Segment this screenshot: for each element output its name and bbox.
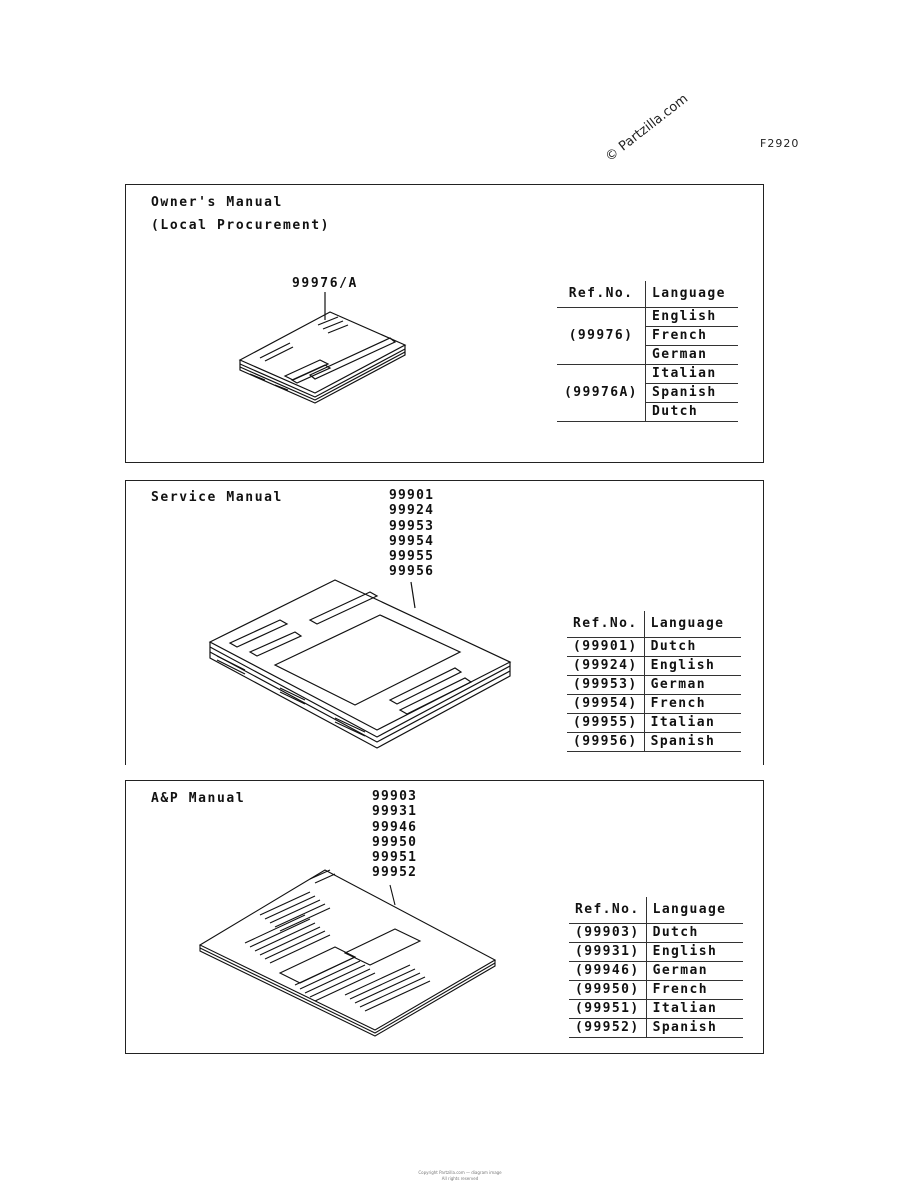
language-cell: Dutch xyxy=(645,923,743,943)
part-number: 99924 xyxy=(389,503,435,519)
service-manual-title: Service Manual xyxy=(151,490,283,505)
ref-no-header: Ref.No. xyxy=(569,897,647,924)
language-cell: French xyxy=(643,694,741,714)
part-number: 99955 xyxy=(389,549,435,565)
language-header: Language xyxy=(643,611,741,638)
ap-manual-title: A&P Manual xyxy=(151,791,246,806)
ref-cell: (99901) xyxy=(567,637,645,657)
part-number: 99946 xyxy=(372,819,418,835)
part-number: 99953 xyxy=(389,518,435,534)
service-language-table: Ref.No. Language (99901)Dutch (99924)Eng… xyxy=(567,611,741,752)
language-cell: Dutch xyxy=(643,637,741,657)
part-number: 99956 xyxy=(389,564,435,580)
ref-cell: (99953) xyxy=(567,675,645,695)
owners-manual-subtitle: (Local Procurement) xyxy=(151,218,331,233)
ref-cell: (99956) xyxy=(567,732,645,752)
ap-manual-illustration xyxy=(198,869,497,1037)
copyright-footer: Copyright Partzilla.com — diagram image … xyxy=(340,1170,580,1182)
ref-no-header: Ref.No. xyxy=(567,611,645,638)
language-cell: Spanish xyxy=(643,732,741,752)
ref-cell: (99946) xyxy=(569,961,647,981)
ap-part-numbers: 99903 99931 99946 99950 99951 99952 xyxy=(372,789,417,881)
ref-no-header: Ref.No. xyxy=(557,281,646,308)
owners-manual-title: Owner's Manual xyxy=(151,195,283,210)
part-number: 99931 xyxy=(372,804,418,820)
service-manual-illustration xyxy=(208,579,512,749)
ref-cell: (99976A) xyxy=(557,364,646,422)
ref-cell: (99903) xyxy=(569,923,647,943)
ref-cell: (99931) xyxy=(569,942,647,962)
ref-cell: (99976) xyxy=(557,307,646,365)
part-number: 99954 xyxy=(389,533,435,549)
part-number: 99903 xyxy=(372,789,418,804)
service-manual-panel xyxy=(125,480,764,765)
part-number: 99901 xyxy=(389,488,435,503)
language-cell: French xyxy=(645,980,743,1000)
ref-cell: (99924) xyxy=(567,656,645,676)
language-cell: Spanish xyxy=(645,383,738,403)
ref-cell: (99950) xyxy=(569,980,647,1000)
footer-line: Copyright Partzilla.com — diagram image xyxy=(418,1170,502,1175)
ref-cell: (99954) xyxy=(567,694,645,714)
language-cell: Italian xyxy=(643,713,741,733)
language-cell: Spanish xyxy=(645,1018,743,1038)
part-number: 99951 xyxy=(372,850,418,866)
ap-language-table: Ref.No. Language (99903)Dutch (99931)Eng… xyxy=(569,897,743,1038)
language-cell: Italian xyxy=(645,999,743,1019)
owners-manual-panel xyxy=(125,184,764,463)
language-cell: German xyxy=(645,961,743,981)
ref-cell: (99955) xyxy=(567,713,645,733)
language-header: Language xyxy=(645,281,738,308)
ap-manual-panel xyxy=(125,780,764,1054)
language-cell: English xyxy=(643,656,741,676)
owners-language-table: Ref.No. Language (99976) English French … xyxy=(557,281,738,422)
language-header: Language xyxy=(645,897,743,924)
language-cell: Dutch xyxy=(645,402,738,422)
language-cell: Italian xyxy=(645,364,738,384)
ref-cell: (99951) xyxy=(569,999,647,1019)
watermark: © Partzilla.com xyxy=(602,91,692,165)
owners-part-label: 99976/A xyxy=(292,276,358,291)
figure-id: F2920 xyxy=(760,137,800,150)
part-number: 99950 xyxy=(372,834,418,850)
service-part-numbers: 99901 99924 99953 99954 99955 99956 xyxy=(389,488,434,580)
ref-cell: (99952) xyxy=(569,1018,647,1038)
language-cell: English xyxy=(645,307,738,327)
language-cell: German xyxy=(645,345,738,365)
language-cell: German xyxy=(643,675,741,695)
language-cell: French xyxy=(645,326,738,346)
part-number: 99952 xyxy=(372,865,418,881)
footer-line: All rights reserved xyxy=(441,1176,479,1181)
owners-manual-illustration xyxy=(238,292,407,404)
language-cell: English xyxy=(645,942,743,962)
